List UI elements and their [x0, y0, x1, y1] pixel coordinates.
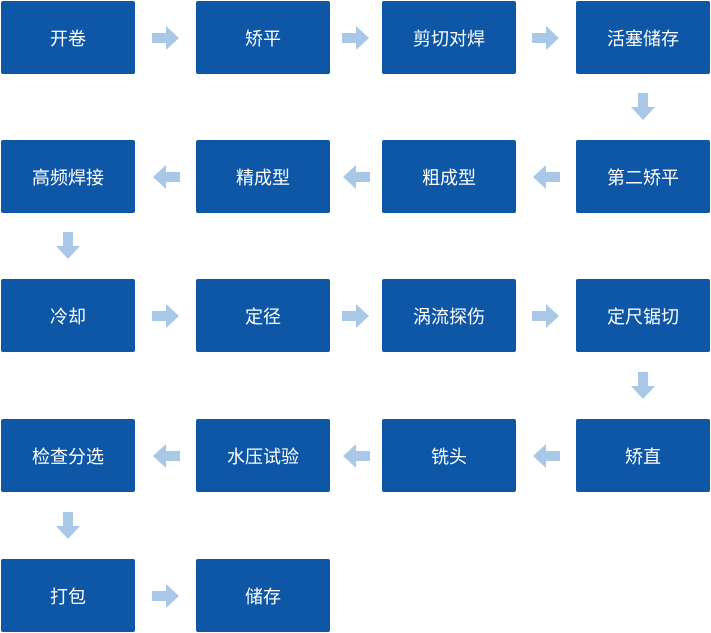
- process-step-box: 活塞储存: [576, 1, 710, 74]
- process-step-box: 打包: [1, 559, 135, 632]
- process-step-box: 粗成型: [382, 140, 516, 213]
- arrow-right-icon: [532, 24, 560, 52]
- arrow-left-icon: [532, 163, 560, 191]
- arrow-left-icon: [152, 163, 180, 191]
- process-step-box: 储存: [196, 559, 330, 632]
- arrow-down-icon: [629, 372, 657, 400]
- arrow-right-icon: [342, 302, 370, 330]
- arrow-down-icon: [54, 232, 82, 260]
- process-step-box: 涡流探伤: [382, 279, 516, 352]
- process-step-box: 开卷: [1, 1, 135, 74]
- arrow-right-icon: [342, 24, 370, 52]
- process-step-box: 水压试验: [196, 419, 330, 492]
- arrow-left-icon: [342, 163, 370, 191]
- process-step-box: 剪切对焊: [382, 1, 516, 74]
- process-step-box: 铣头: [382, 419, 516, 492]
- process-step-box: 矫平: [196, 1, 330, 74]
- arrow-left-icon: [532, 442, 560, 470]
- process-step-box: 第二矫平: [576, 140, 710, 213]
- process-step-box: 精成型: [196, 140, 330, 213]
- process-step-box: 定尺锯切: [576, 279, 710, 352]
- arrow-down-icon: [629, 93, 657, 121]
- arrow-right-icon: [152, 24, 180, 52]
- arrow-left-icon: [342, 442, 370, 470]
- arrow-left-icon: [152, 442, 180, 470]
- process-step-box: 矫直: [576, 419, 710, 492]
- process-step-box: 高频焊接: [1, 140, 135, 213]
- process-step-box: 检查分选: [1, 419, 135, 492]
- arrow-down-icon: [54, 512, 82, 540]
- process-step-box: 定径: [196, 279, 330, 352]
- process-step-box: 冷却: [1, 279, 135, 352]
- arrow-right-icon: [152, 582, 180, 610]
- arrow-right-icon: [532, 302, 560, 330]
- arrow-right-icon: [152, 302, 180, 330]
